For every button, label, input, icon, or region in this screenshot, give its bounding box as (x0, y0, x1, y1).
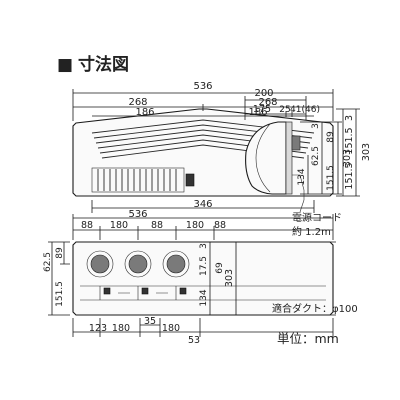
unit-note: 単位：mm (277, 331, 339, 346)
heading-title: 寸法図 (78, 54, 129, 75)
side-dim-right-a: 89 (326, 131, 336, 143)
side-dim-lines-right (300, 121, 342, 195)
front-dim-lines-top (72, 89, 334, 121)
front-dim-right-top: 3 (344, 115, 355, 121)
back-dim-top-d: 180 (186, 220, 204, 231)
back-dim-right-d: 134 (199, 289, 209, 306)
side-cord-length-text: 約 1.2m (292, 225, 331, 238)
side-view: 200 175 25 41(46) 3 89 62.5 151.5 303 13… (244, 88, 353, 238)
back-mount-strip (80, 285, 326, 301)
back-view: 536 88 180 88 180 88 89 62.5 151.5 3 17.… (43, 209, 336, 346)
back-dim-right-b: 17.5 (199, 256, 209, 276)
front-control-panel (185, 173, 195, 187)
back-dim-left-c: 151.5 (55, 281, 65, 307)
side-dim-right-lower: 151.5 (326, 165, 336, 191)
front-dim-line-base (91, 200, 315, 213)
back-dim-overall-width: 536 (128, 209, 147, 220)
back-dim-lines-top (72, 214, 334, 240)
side-dim-depth: 200 (254, 88, 273, 99)
back-dim-right-total: 303 (224, 269, 235, 287)
back-dim-bottom-e: 53 (188, 335, 200, 346)
side-body-outline (245, 121, 287, 195)
front-dim-lines-right (336, 108, 360, 197)
front-dim-right-lower: 151.5 (344, 162, 355, 189)
heading-marker: ■ (57, 55, 73, 75)
front-dim-half-left: 268 (128, 97, 147, 108)
side-dim-depth-body: 175 (253, 104, 271, 115)
side-dim-right-top: 3 (311, 123, 321, 129)
back-dim-right-c: 69 (215, 262, 225, 274)
front-upper-vent (91, 119, 315, 159)
back-dim-bottom-b: 180 (112, 323, 130, 334)
back-mount-hole-b (141, 287, 149, 295)
side-mount-plate (285, 121, 293, 195)
duct-note: 適合ダクト：φ100 (272, 302, 358, 315)
back-opening-left (86, 250, 114, 278)
front-dim-half-right: 268 (258, 97, 277, 108)
back-opening-center (124, 250, 152, 278)
back-dim-lines-bottom (72, 318, 334, 337)
front-dim-inner-right: 186 (248, 107, 267, 118)
front-lower-grille-slats (97, 169, 177, 191)
back-dim-lines-right (209, 241, 336, 316)
side-cord-leader (299, 199, 305, 213)
front-dim-overall-width: 536 (193, 81, 212, 92)
side-dim-depth-right: 41(46) (290, 105, 320, 115)
front-view: 536 268 268 186 186 346 3 151.5 151.5 30… (72, 81, 372, 213)
back-opening-left-core (90, 254, 110, 274)
back-dim-left-a: 89 (55, 247, 65, 259)
back-dim-top-a: 88 (81, 220, 93, 231)
side-dim-depth-part: 25 (279, 105, 290, 115)
side-cord-label: 電源コード (292, 211, 342, 224)
back-dim-right-a: 3 (199, 243, 209, 249)
front-dim-base-width: 346 (193, 199, 212, 210)
back-opening-center-core (128, 254, 148, 274)
front-dim-right-total: 303 (361, 143, 372, 161)
side-power-cord (292, 174, 305, 200)
back-dim-bottom-a: 123 (89, 323, 107, 334)
side-dim-cord-length: 134 (297, 168, 307, 185)
front-dim-right-upper: 151.5 (344, 127, 355, 154)
front-body-outline (72, 108, 334, 197)
front-dim-inner-left: 186 (135, 107, 154, 118)
back-dim-lines-left (48, 241, 70, 316)
side-dim-lines-top (244, 96, 307, 120)
back-mount-hole-a (103, 287, 111, 295)
back-opening-right (162, 250, 190, 278)
back-dim-top-c: 88 (151, 220, 163, 231)
front-lower-grille (91, 167, 185, 193)
back-dim-top-e: 88 (214, 220, 226, 231)
side-dim-right-b: 62.5 (311, 146, 321, 166)
back-dim-top-b: 180 (110, 220, 128, 231)
back-opening-right-core (166, 254, 186, 274)
back-dim-bottom-c: 35 (144, 316, 156, 327)
side-body-curve (255, 123, 271, 193)
side-dim-right-total: 303 (342, 149, 353, 167)
back-mount-hole-c (179, 287, 187, 295)
back-dim-bottom-d: 180 (162, 323, 180, 334)
side-duct-connector (291, 135, 301, 151)
back-dim-left-b: 62.5 (43, 252, 53, 272)
